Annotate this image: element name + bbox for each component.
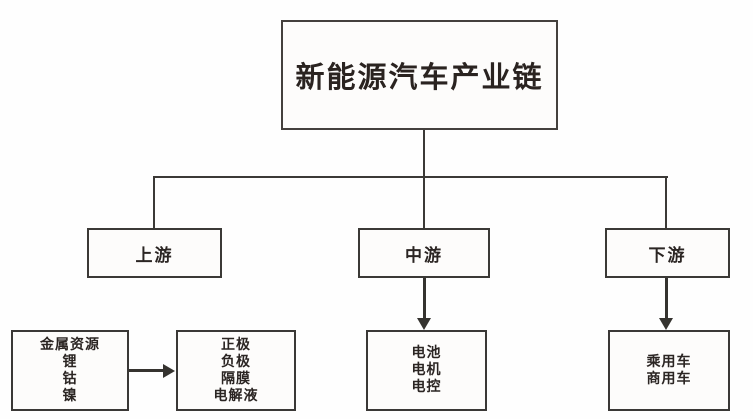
node-battery-materials-line-3: 隔膜 [221,370,251,387]
page-artifact [700,408,748,419]
arrow-metals-to-materials-head-icon [163,364,175,378]
arrow-downstream-to-vehicles-shaft [665,278,668,320]
node-powertrain-parts-line-1: 电池 [411,345,442,361]
node-powertrain-parts-line-3: 电控 [411,379,442,395]
arrow-midstream-to-parts-shaft [423,278,426,320]
arrow-downstream-to-vehicles-head-icon [659,318,673,330]
connector-drop-midstream [423,176,425,229]
node-industry-chain-title: 新能源汽车产业链 [281,20,558,130]
node-metal-resources-line-3: 钴 [62,370,78,387]
node-upstream: 上游 [87,228,222,278]
node-powertrain-parts-line-2: 电机 [411,362,442,378]
node-battery-materials-line-1: 正极 [221,336,251,353]
connector-drop-upstream [153,176,155,229]
node-battery-materials-line-4: 电解液 [213,387,259,404]
node-vehicle-types-line-2: 商用车 [646,370,692,387]
node-midstream: 中游 [358,228,490,278]
node-vehicle-types: 乘用车 商用车 [608,330,730,411]
node-metal-resources-line-4: 镍 [62,387,78,404]
arrow-metals-to-materials-shaft [129,369,165,372]
node-title-label: 新能源汽车产业链 [295,60,544,94]
node-upstream-label: 上游 [135,245,174,266]
node-metal-resources-line-1: 金属资源 [40,336,100,353]
node-metal-resources: 金属资源 锂 钴 镍 [11,330,129,411]
node-metal-resources-line-2: 锂 [62,353,78,370]
node-downstream-label: 下游 [648,245,687,266]
node-vehicle-types-line-1: 乘用车 [646,353,692,370]
node-powertrain-parts: 电池 电机 电控 [366,330,487,411]
connector-horizontal-bus [154,176,668,178]
connector-drop-downstream [665,176,667,229]
node-battery-materials-line-2: 负极 [221,353,251,370]
node-downstream: 下游 [605,228,730,278]
connector-title-stem [423,130,425,178]
node-midstream-label: 中游 [405,245,443,266]
arrow-midstream-to-parts-head-icon [417,318,431,330]
node-battery-materials: 正极 负极 隔膜 电解液 [176,330,296,411]
